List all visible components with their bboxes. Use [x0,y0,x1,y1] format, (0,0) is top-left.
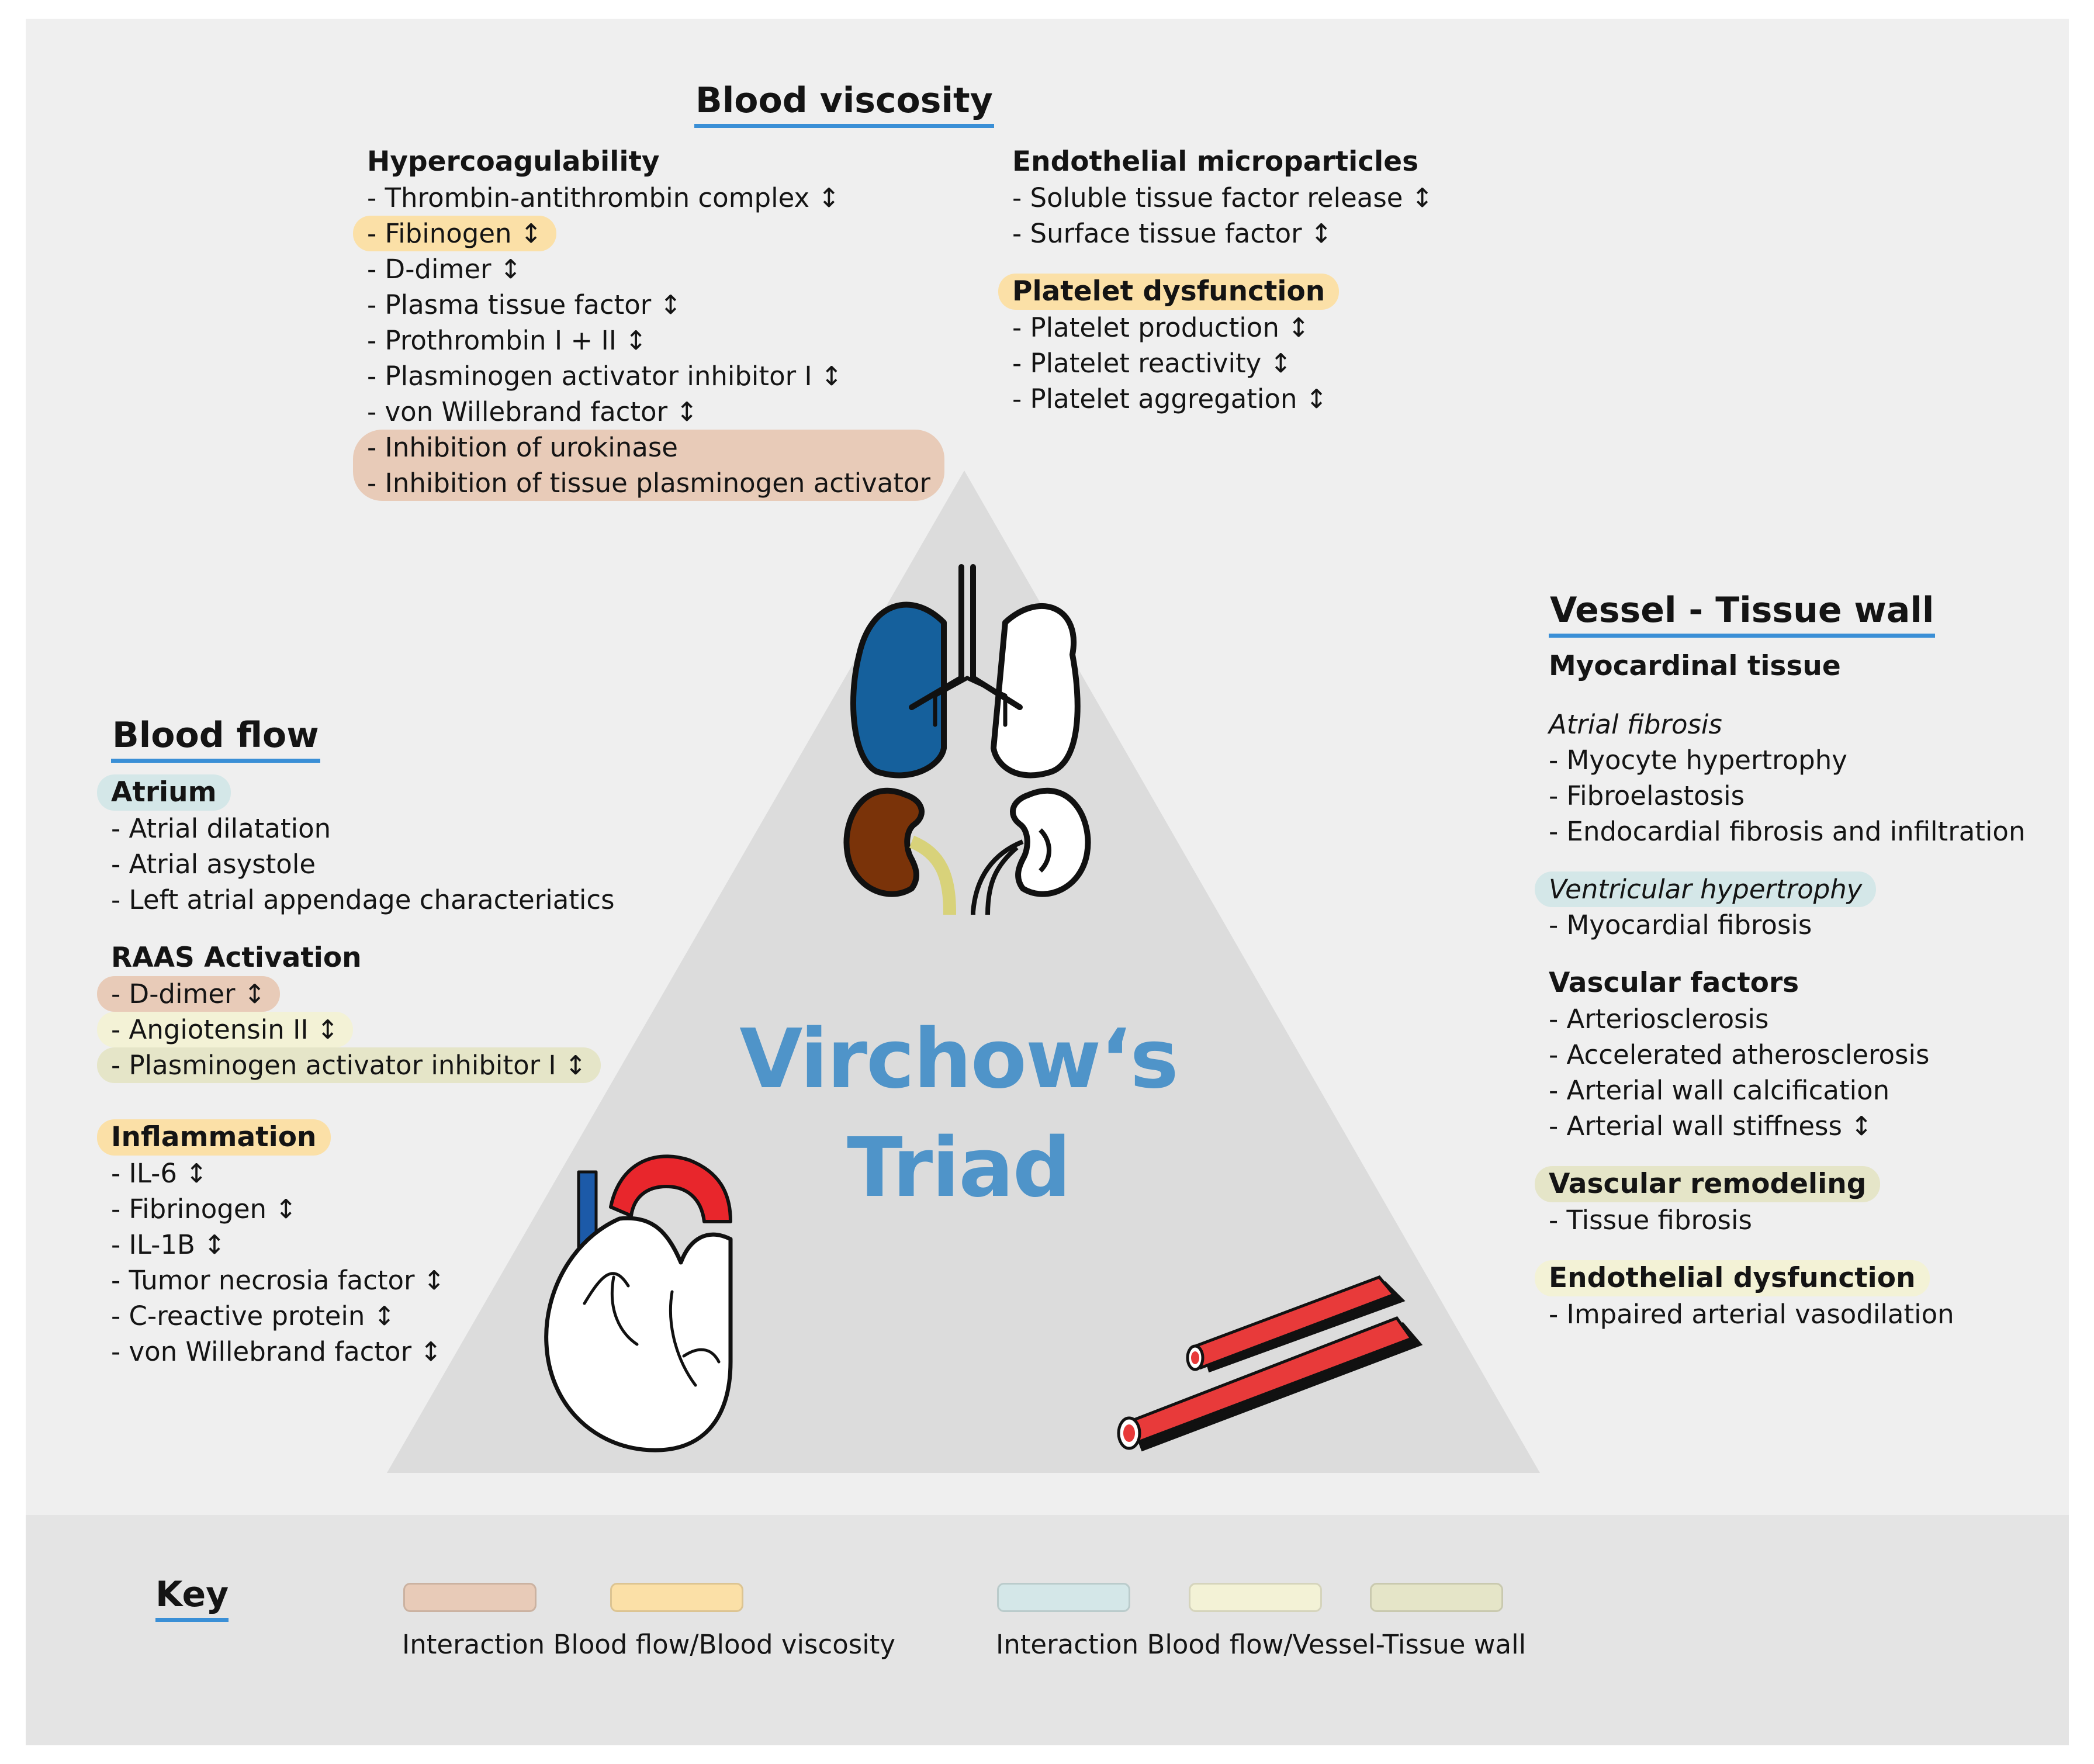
atrium-title: Atrium [97,774,231,811]
vascular-factors-title: Vascular factors [1549,967,1799,999]
urokinase-highlight: - Inhibition of urokinase - Inhibition o… [353,430,945,501]
key-swatch-orange [610,1583,743,1612]
list-item: - Atrial dilatation [111,813,331,844]
list-item: - Soluble tissue factor release ↕ [1012,182,1434,213]
hypercoagulability-group: Hypercoagulability - Thrombin-antithromb… [353,144,945,501]
hypercoagulability-title: Hypercoagulability [367,146,660,178]
list-item: - von Willebrand factor ↕ [367,396,698,427]
list-item: - Left atrial appendage characteriatics [111,884,615,915]
list-item: - C-reactive protein ↕ [111,1300,396,1331]
blood-viscosity-heading: Blood viscosity [694,77,994,128]
list-item: - Accelerated atherosclerosis [1549,1039,1930,1070]
list-item: - Arterial wall stiffness ↕ [1549,1111,1873,1142]
list-item: - von Willebrand factor ↕ [111,1336,442,1367]
list-item: - IL-6 ↕ [111,1158,207,1189]
list-item: - Plasminogen activator inhibitor I ↕ [97,1047,601,1083]
list-item: - Plasminogen activator inhibitor I ↕ [367,361,843,392]
list-item: - Inhibition of tissue plasminogen activ… [367,468,931,499]
list-item: - Fibrinogen ↕ [111,1194,297,1225]
key-title: Key [155,1571,229,1622]
lungs-icon [850,564,1081,779]
list-item: - Plasma tissue factor ↕ [367,289,682,320]
key-band [26,1515,2069,1745]
key-label-viscosity: Interaction Blood flow/Blood viscosity [402,1629,895,1660]
list-item: - Surface tissue factor ↕ [1012,218,1332,249]
list-item: - Angiotensin II ↕ [97,1012,353,1047]
blood-vessel-icon [1117,1275,1423,1452]
list-item: - Endocardial fibrosis and infiltration [1549,816,2026,847]
endothelial-dysfunction-title: Endothelial dysfunction [1535,1260,1930,1296]
list-item: - IL-1B ↕ [111,1229,226,1260]
list-item: - D-dimer ↕ [367,254,522,285]
list-item: - Platelet aggregation ↕ [1012,383,1328,414]
raas-title: RAAS Activation [111,942,362,974]
list-item: - Thrombin-antithrombin complex ↕ [367,182,840,213]
diagram-title: Virchow‘s Triad [725,1005,1192,1223]
list-item: - Platelet production ↕ [1012,312,1310,343]
inflammation-title: Inflammation [97,1119,331,1156]
key-label-vessel: Interaction Blood flow/Vessel-Tissue wal… [996,1629,1527,1660]
diagram-title-line-2: Triad [847,1120,1071,1216]
list-item: - Tissue fibrosis [1549,1205,1752,1236]
vessel-wall-section: Vessel - Tissue wall Myocardinal tissue … [1535,587,2026,1332]
vascular-remodeling-title: Vascular remodeling [1535,1166,1881,1202]
list-item: - Inhibition of urokinase [367,432,678,463]
blood-flow-heading: Blood flow [111,712,320,763]
endothelial-microparticles-title: Endothelial microparticles [1012,146,1419,178]
triangle-shape [387,471,1540,1473]
blood-flow-section: Blood flow Atrium - Atrial dilatation - … [97,712,615,1369]
heart-icon [544,1154,733,1452]
list-item: - Fibinogen ↕ [353,216,556,251]
list-item: - Tumor necrosia factor ↕ [111,1265,445,1296]
list-item: - D-dimer ↕ [97,976,280,1012]
key-swatch-peach [403,1583,537,1612]
ventricular-title: Ventricular hypertrophy [1535,871,1877,907]
list-item: - Fibroelastosis [1549,780,1745,811]
list-item: - Myocyte hypertrophy [1549,745,1847,776]
kidneys-icon [843,788,1091,918]
vessel-wall-heading: Vessel - Tissue wall [1549,587,1936,638]
list-item: - Impaired arterial vasodilation [1549,1299,1954,1330]
key-swatch-cream [1189,1583,1322,1612]
list-item: - Arteriosclerosis [1549,1004,1769,1035]
key-swatch-olive [1370,1583,1503,1612]
endothelial-microparticles-group: Endothelial microparticles - Soluble tis… [998,144,1434,417]
diagram-title-line-1: Virchow‘s [739,1012,1179,1107]
key-swatch-teal [997,1583,1130,1612]
list-item: - Platelet reactivity ↕ [1012,348,1292,379]
blood-viscosity-section: Blood viscosity [694,77,994,128]
list-item: - Prothrombin I + II ↕ [367,325,648,356]
list-item: - Atrial asystole [111,849,316,880]
atrial-fibrosis-title: Atrial fibrosis [1549,709,1722,740]
list-item: - Myocardial fibrosis [1549,909,1812,940]
list-item: - Arterial wall calcification [1549,1075,1890,1106]
platelet-dysfunction-title: Platelet dysfunction [998,274,1340,310]
myocardial-title: Myocardinal tissue [1549,650,1841,682]
